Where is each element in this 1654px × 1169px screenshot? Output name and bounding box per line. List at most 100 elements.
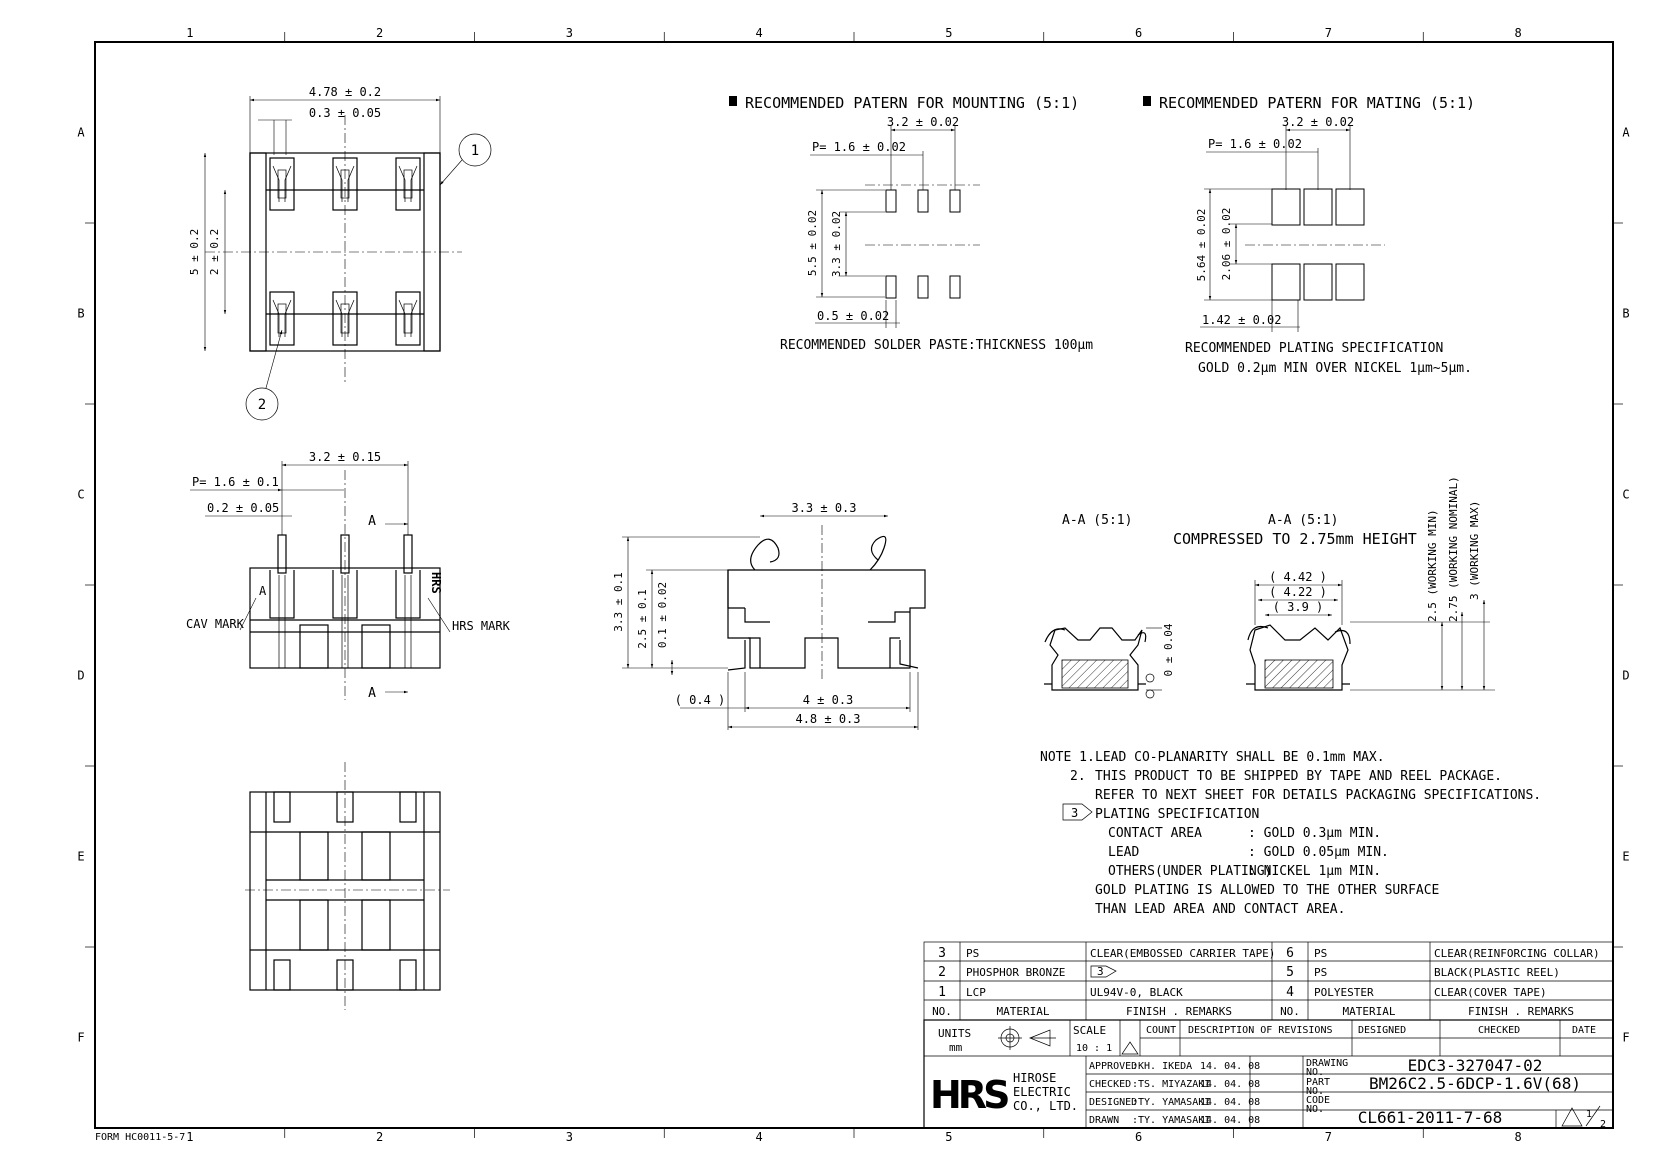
- side-view: 3.3 ± 0.3 3.3 ± 0.1 2.5 ± 0.1 0.1 ± 0.02…: [612, 501, 926, 730]
- mat-no: 2: [938, 965, 946, 980]
- designed-key: DESIGNED: [1089, 1097, 1137, 1108]
- mat-material: LCP: [966, 986, 986, 999]
- mate-dim-h1: 5.64 ± 0.02: [1195, 209, 1208, 282]
- gold-note-1: GOLD PLATING IS ALLOWED TO THE OTHER SUR…: [1095, 883, 1439, 898]
- top-dim-height: 5 ± 0.2: [188, 229, 201, 275]
- grid-col-top: 3: [566, 26, 573, 40]
- balloon-1: 1: [471, 143, 479, 159]
- mate-dim-span: 3.2 ± 0.02: [1282, 115, 1354, 129]
- grid-row-right: F: [1622, 1031, 1629, 1045]
- part-number: BM26C2.5-6DCP-1.6V(68): [1369, 1074, 1581, 1093]
- mat-header-no-2: NO.: [1280, 1005, 1300, 1018]
- mate-dim-pitch: P= 1.6 ± 0.02: [1208, 137, 1302, 151]
- grid-row-left: F: [77, 1031, 84, 1045]
- grid-col-top: 1: [186, 26, 193, 40]
- section-dim-cop: 0 ± 0.04: [1162, 623, 1175, 676]
- mount-note: RECOMMENDED SOLDER PASTE:THICKNESS 100μm: [780, 338, 1093, 353]
- sheet-number: 1: [1586, 1109, 1592, 1120]
- mat-remarks-2: BLACK(PLASTIC REEL): [1434, 966, 1560, 979]
- grid-col-top: 8: [1515, 26, 1522, 40]
- note-2-label: 2.: [1070, 769, 1086, 784]
- drawn-value: :TY. YAMASAKI: [1132, 1115, 1210, 1126]
- mating-pattern: RECOMMENDED PATERN FOR MATING (5:1) 3.2 …: [1143, 94, 1475, 376]
- mount-dim-w: 0.5 ± 0.02: [817, 309, 889, 323]
- cav-mark-label: CAV MARK: [186, 617, 245, 631]
- grid-row-left: C: [77, 488, 84, 502]
- section-dim-39: ( 3.9 ): [1273, 600, 1324, 614]
- note-2a: THIS PRODUCT TO BE SHIPPED BY TAPE AND R…: [1095, 769, 1502, 784]
- grid-ticks: [85, 32, 1623, 1138]
- grid-col-top: 7: [1325, 26, 1332, 40]
- note-3-label: 3: [1071, 806, 1078, 820]
- grid-row-right: A: [1622, 126, 1630, 140]
- section-dim-422: ( 4.22 ): [1269, 585, 1327, 599]
- scale-value: 10 : 1: [1076, 1043, 1112, 1054]
- part-no-key-1: PART: [1306, 1077, 1330, 1088]
- side-dim-ref: ( 0.4 ): [675, 693, 726, 707]
- side-dim-b2: 4.8 ± 0.3: [795, 712, 860, 726]
- mounting-title: RECOMMENDED PATERN FOR MOUNTING (5:1): [745, 94, 1079, 112]
- grid-row-left: D: [77, 669, 84, 683]
- mat-remarks: CLEAR(EMBOSSED CARRIER TAPE): [1090, 947, 1275, 960]
- grid-row-left: E: [77, 850, 84, 864]
- checked-key: CHECKED: [1089, 1079, 1131, 1090]
- mating-title: RECOMMENDED PATERN FOR MATING (5:1): [1159, 94, 1475, 112]
- grid-col-bottom: 6: [1135, 1130, 1142, 1144]
- mat-remarks-2: CLEAR(COVER TAPE): [1434, 986, 1547, 999]
- drawing-number: EDC3-327047-02: [1408, 1056, 1543, 1075]
- grid-col-top: 5: [945, 26, 952, 40]
- side-dim-h2: 2.5 ± 0.1: [636, 589, 649, 649]
- mat-plating-ref: 3: [1097, 965, 1104, 978]
- note-1-label: NOTE 1.: [1040, 750, 1095, 765]
- hrs-mark-label: HRS MARK: [452, 619, 511, 633]
- part-no-key-2: NO.: [1306, 1086, 1324, 1097]
- mat-no-2: 5: [1286, 965, 1294, 980]
- front-dim-width: 0.2 ± 0.05: [207, 501, 279, 515]
- grid-col-top: 2: [376, 26, 383, 40]
- revisions-label: DESCRIPTION OF REVISIONS: [1188, 1025, 1333, 1036]
- others-value: : NICKEL 1μm MIN.: [1248, 864, 1381, 879]
- form-number: FORM HC0011-5-7: [95, 1132, 185, 1143]
- balloon-2: 2: [258, 397, 266, 413]
- mat-material-2: POLYESTER: [1314, 986, 1374, 999]
- mate-note-1: RECOMMENDED PLATING SPECIFICATION: [1185, 341, 1443, 356]
- section-a-bottom: A: [368, 686, 376, 701]
- designed-value: :TY. YAMASAKI: [1132, 1097, 1210, 1108]
- side-dim-b1: 4 ± 0.3: [803, 693, 854, 707]
- section-compressed: COMPRESSED TO 2.75mm HEIGHT: [1173, 530, 1417, 548]
- note-1: LEAD CO-PLANARITY SHALL BE 0.1mm MAX.: [1095, 750, 1385, 765]
- mat-header-material-2: MATERIAL: [1343, 1005, 1396, 1018]
- approved-date: 14. 04. 08: [1200, 1061, 1260, 1072]
- front-view: 3.2 ± 0.15 P= 1.6 ± 0.1 0.2 ± 0.05 A A C…: [186, 450, 511, 701]
- note-3: PLATING SPECIFICATION: [1095, 807, 1259, 822]
- top-dim-inner: 2 ± 0.2: [208, 229, 221, 275]
- company-line-1: HIROSE: [1013, 1071, 1056, 1085]
- date-header: DATE: [1572, 1025, 1596, 1036]
- scale-label: SCALE: [1073, 1024, 1106, 1037]
- grid-row-right: D: [1622, 669, 1629, 683]
- checked-date: 14. 04. 08: [1200, 1079, 1260, 1090]
- section-a-top: A: [368, 514, 376, 529]
- grid-row-left: A: [77, 126, 85, 140]
- drawing-no-key-2: NO.: [1306, 1067, 1324, 1078]
- grid-col-bottom: 7: [1325, 1130, 1332, 1144]
- section-work-nom: 2.75 (WORKING NOMINAL): [1447, 476, 1460, 622]
- mat-remarks: UL94V-0, BLACK: [1090, 986, 1183, 999]
- code-number: CL661-2011-7-68: [1358, 1108, 1503, 1127]
- company-line-3: CO., LTD.: [1013, 1099, 1078, 1113]
- count-label: COUNT: [1146, 1025, 1176, 1036]
- drawn-date: 14. 04. 08: [1200, 1115, 1260, 1126]
- code-no-key-1: CODE: [1306, 1095, 1330, 1106]
- grid-row-right: C: [1622, 488, 1629, 502]
- approved-value: :KH. IKEDA: [1132, 1061, 1192, 1072]
- grid-col-bottom: 5: [945, 1130, 952, 1144]
- mount-dim-h1: 5.5 ± 0.02: [806, 210, 819, 276]
- mat-no: 3: [938, 946, 946, 961]
- units-label: UNITS: [938, 1027, 971, 1040]
- grid-col-bottom: 1: [186, 1130, 193, 1144]
- section-work-max: 3 (WORKING MAX): [1468, 501, 1481, 600]
- section-views: A-A (5:1) A-A (5:1) COMPRESSED TO 2.75mm…: [1044, 476, 1495, 699]
- mate-dim-w: 1.42 ± 0.02: [1202, 313, 1281, 327]
